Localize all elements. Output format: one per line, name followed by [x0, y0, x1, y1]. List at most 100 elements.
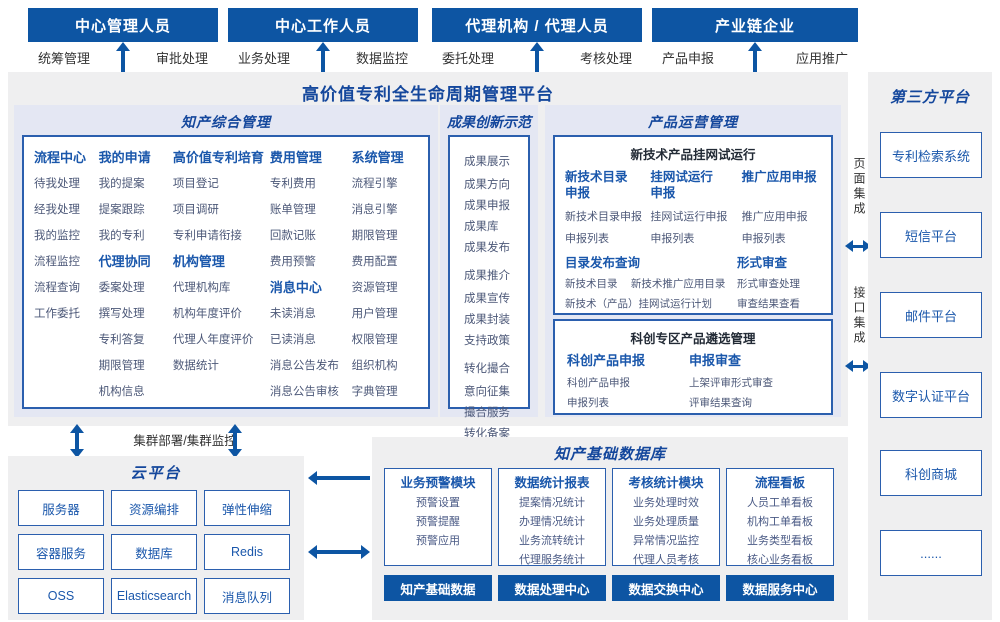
cloud-service-box: 资源编排 [111, 490, 197, 526]
menu-item: 我的专利 [98, 230, 145, 242]
menu-item: 代理人年度评价 [172, 334, 254, 346]
menu-item: 成果推介 [464, 270, 510, 282]
db-footer-box: 知产基础数据 [384, 575, 492, 601]
menu-heading: 新技术目录 [565, 170, 628, 184]
menu-item: 人员工单看板 [747, 497, 813, 509]
menu-item: 流程查询 [34, 282, 80, 294]
menu-item: 代理人员考核 [633, 554, 699, 566]
cloud-service-box: 服务器 [18, 490, 104, 526]
menu-item: 高价值专利培育 [172, 150, 264, 165]
db-module: 数据统计报表 提案情况统计办理情况统计业务流转统计代理服务统计 [498, 468, 606, 566]
menu-item: 我的申请 [98, 150, 151, 165]
menu-item: 预警应用 [416, 535, 460, 547]
menu-item: 形式审查处理 [737, 278, 800, 290]
menu-item: 待我处理 [34, 178, 80, 190]
menu-items: 挂网试运行申报申报列表 [650, 206, 741, 250]
menu-item: 提案跟踪 [98, 204, 145, 216]
group-action-label: 委托处理 [442, 51, 495, 66]
menu-item: 转化撮合 [464, 363, 510, 375]
cluster-label: 集群部署/集群监控 [133, 434, 237, 448]
menu-item: 资源管理 [351, 282, 398, 294]
menu-column: 形式审查 形式审查处理审查结果查看 [737, 254, 827, 314]
panel-title: 第三方平台 [889, 89, 970, 106]
menu-heading: 目录发布查询 [565, 256, 641, 270]
menu-items: 推广应用申报申报列表 [742, 206, 827, 250]
menu-item: 撮合服务 [464, 407, 510, 419]
menu-item: 已读消息 [269, 334, 316, 346]
menu-column: 申报审查 上架评审形式审查评审结果查询 [689, 351, 825, 413]
menu-item: 期限管理 [98, 360, 145, 372]
menu-item: 专利申请衔接 [172, 230, 242, 242]
menu-column: 目录发布查询 新技术目录 新技术推广应用目录新技术（产品）挂网试运行计划 [565, 254, 737, 314]
cloud-service-box: 消息队列 [204, 578, 290, 614]
third-party-box: 数字认证平台 [880, 372, 982, 418]
section-product-operation: 产品运营管理 新技术产品挂网试运行 新技术目录 申报 新技术目录申报申报列表 挂… [545, 105, 841, 417]
menu-item: 业务处理时效 [633, 497, 699, 509]
menu-column: 挂网试运行 申报 挂网试运行申报申报列表 [650, 169, 741, 250]
menu-heading: 推广应用申报 [741, 170, 817, 184]
menu-item: 系统管理 [351, 150, 404, 165]
menu-item: 消息引擎 [351, 204, 398, 216]
group-action-label: 产品申报 [662, 51, 715, 66]
horizontal-double-arrow-icon [845, 360, 871, 372]
cloud-service-box: 数据库 [111, 534, 197, 570]
menu-item: 新技术目录 新技术推广应用目录 [565, 278, 726, 290]
menu-item: 工作委托 [34, 308, 80, 320]
menu-item: 未读消息 [269, 308, 316, 320]
menu-item: 上架评审形式审查 [689, 377, 773, 389]
panel-title: 知产基础数据库 [553, 446, 666, 463]
menu-item: 评审结果查询 [689, 397, 752, 409]
menu-heading: 业务预警模块 [400, 476, 476, 490]
menu-items: 预警设置预警提醒预警应用 [385, 492, 491, 551]
menu-heading: 挂网试运行 [650, 170, 713, 184]
user-group-center-staff: 中心工作人员 业务处理 数据监控 [228, 8, 418, 82]
menu-item: 组织机构 [351, 360, 398, 372]
menu-item: 新技术（产品）挂网试运行计划 [565, 298, 712, 310]
menu-item: 专利费用 [269, 178, 316, 190]
menu-item: 审查结果查看 [737, 298, 800, 310]
menu-item: 代理机构库 [172, 282, 231, 294]
group-action-label: 审批处理 [155, 51, 208, 66]
menu-item: 我的提案 [98, 178, 145, 190]
menu-column: 新技术目录 申报 新技术目录申报申报列表 [565, 169, 650, 250]
section-body: 流程中心待我处理经我处理我的监控流程监控流程查询工作委托 我的申请我的提案提案跟… [22, 135, 430, 409]
menu-item: 科创产品申报 [567, 377, 630, 389]
api-integration-label: 接口集成 [852, 286, 866, 346]
subpanel-online-trial: 新技术产品挂网试运行 新技术目录 申报 新技术目录申报申报列表 挂网试运行 申报… [553, 135, 833, 315]
third-party-box: 邮件平台 [880, 292, 982, 338]
menu-item: 我的监控 [34, 230, 80, 242]
menu-item: 字典管理 [351, 386, 398, 398]
subpanel-title: 新技术产品挂网试运行 [630, 148, 756, 162]
menu-column: 我的申请我的提案提案跟踪我的专利代理协同委案处理撰写处理专利答复期限管理机构信息 [99, 145, 173, 403]
menu-item: 项目调研 [172, 204, 219, 216]
third-party-box: 科创商城 [880, 450, 982, 496]
db-module: 业务预警模块 预警设置预警提醒预警应用 [384, 468, 492, 566]
menu-item: 申报列表 [567, 397, 609, 409]
cloud-service-box: 容器服务 [18, 534, 104, 570]
menu-item: 成果宣传 [464, 293, 510, 305]
menu-item: 回款记账 [269, 230, 316, 242]
user-group-center-admin: 中心管理人员 统筹管理 审批处理 [28, 8, 218, 82]
menu-item: 业务流转统计 [519, 535, 585, 547]
menu-item: 成果方向 [464, 179, 510, 191]
menu-items: 形式审查处理审查结果查看 [737, 274, 827, 314]
panel-title: 云平台 [130, 465, 182, 482]
menu-heading: 科创产品申报 [567, 353, 646, 368]
menu-item: 期限管理 [351, 230, 398, 242]
menu-item: 流程监控 [34, 256, 80, 268]
menu-column: 系统管理流程引擎消息引擎期限管理费用配置资源管理用户管理权限管理组织机构字典管理 [352, 145, 422, 403]
menu-items: 提案情况统计办理情况统计业务流转统计代理服务统计 [499, 492, 605, 570]
menu-heading: 申报 [565, 186, 591, 200]
menu-item: 机构工单看板 [747, 516, 813, 528]
menu-item: 成果申报 [464, 200, 510, 212]
group-title: 产业链企业 [652, 8, 858, 42]
menu-items: 新技术目录 新技术推广应用目录新技术（产品）挂网试运行计划 [565, 274, 737, 314]
vertical-double-arrow-icon [228, 424, 242, 458]
group-title: 中心工作人员 [228, 8, 418, 42]
db-footer-box: 数据交换中心 [612, 575, 720, 601]
menu-item: 流程中心 [34, 150, 87, 165]
menu-heading: 流程看板 [754, 476, 805, 490]
menu-item: 成果展示 [464, 156, 510, 168]
menu-column: 流程中心待我处理经我处理我的监控流程监控流程查询工作委托 [34, 145, 99, 403]
